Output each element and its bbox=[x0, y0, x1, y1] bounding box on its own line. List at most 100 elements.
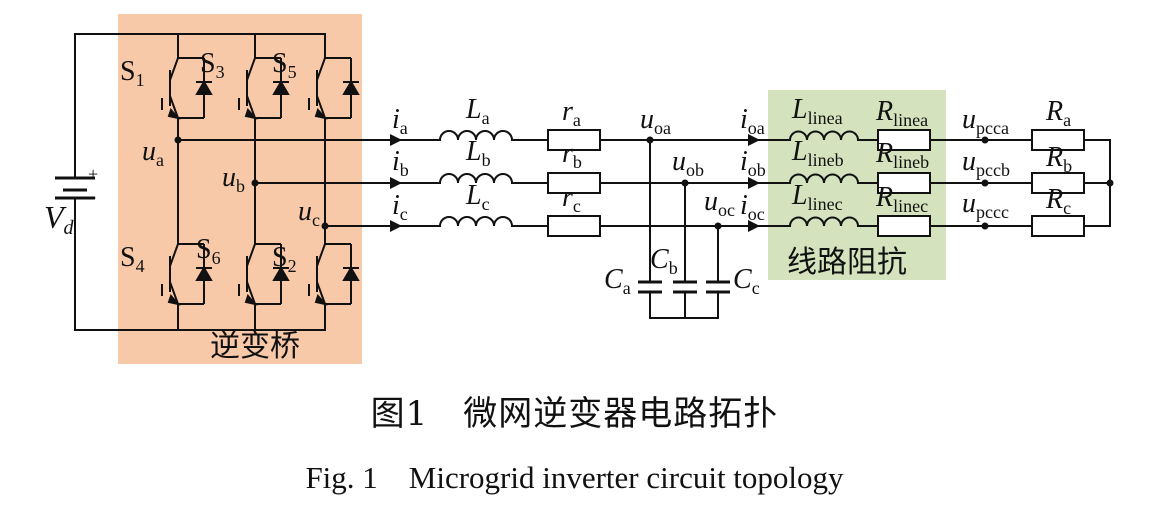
node-voltage-uc: uc bbox=[298, 196, 320, 230]
output-current-arrow-2 bbox=[748, 220, 760, 232]
igbt-collector bbox=[246, 243, 256, 267]
capacitor-cc-label: Cc bbox=[733, 264, 760, 298]
igbt-collector bbox=[169, 57, 179, 81]
current-ic-label: ic bbox=[392, 190, 408, 224]
igbt-emitter-arrow bbox=[167, 108, 181, 120]
phase-0-current-arrow bbox=[390, 134, 402, 146]
igbt-emitter-arrow bbox=[314, 108, 328, 120]
igbt-emitter bbox=[316, 95, 326, 119]
phase-1-current-arrow bbox=[390, 177, 402, 189]
voltage-uoc-label: uoc bbox=[704, 186, 735, 220]
leg-0-midpoint-dot bbox=[174, 136, 182, 144]
current-ib-label: ib bbox=[392, 146, 409, 180]
capacitor-cb-label: Cb bbox=[650, 244, 678, 278]
voltage-uoa-label: uoa bbox=[640, 104, 671, 138]
switch-s6-label: S6 bbox=[196, 234, 221, 268]
igbt-emitter bbox=[246, 281, 256, 305]
pcc-node-0 bbox=[981, 136, 989, 144]
lower-switch-0 bbox=[161, 243, 213, 306]
diode-triangle bbox=[342, 80, 360, 95]
output-current-arrow-0 bbox=[748, 134, 760, 146]
current-ioa-label: ioa bbox=[740, 104, 765, 138]
igbt-emitter bbox=[316, 281, 326, 305]
inductor-la-label: La bbox=[465, 94, 490, 128]
figure-caption-english: Fig. 1 Microgrid inverter circuit topolo… bbox=[305, 460, 844, 495]
output-current-arrow-1 bbox=[748, 177, 760, 189]
igbt-collector bbox=[169, 243, 179, 267]
voltage-upccb-label: upccb bbox=[962, 146, 1010, 180]
figure-caption-chinese: 图1 微网逆变器电路拓扑 bbox=[370, 394, 779, 434]
inductor-lc-label: Lc bbox=[465, 180, 490, 214]
load-rb-label: Rb bbox=[1045, 142, 1072, 176]
node-voltage-ua: ua bbox=[142, 136, 164, 170]
capacitor-node-1 bbox=[681, 179, 689, 187]
diode-triangle bbox=[272, 80, 290, 95]
phase-2-current-arrow bbox=[390, 220, 402, 232]
node-voltage-ub: ub bbox=[222, 162, 245, 196]
filter-resistor-1 bbox=[547, 172, 601, 194]
line-inductor-1 bbox=[789, 173, 859, 184]
lower-switch-1 bbox=[238, 243, 290, 306]
current-ioc-label: ioc bbox=[740, 190, 765, 224]
filter-inductor-0 bbox=[439, 130, 513, 141]
capacitor-node-0 bbox=[646, 136, 654, 144]
line-inductor-c-label: Llinec bbox=[791, 180, 843, 214]
capacitor-node-2 bbox=[714, 222, 722, 230]
load-ra-label: Ra bbox=[1045, 96, 1071, 130]
line-resistor-a-label: Rlinea bbox=[875, 96, 928, 130]
diode-triangle bbox=[195, 266, 213, 281]
diode-triangle bbox=[342, 266, 360, 281]
filter-inductor-2 bbox=[439, 216, 513, 227]
resistor-rc-label: rc bbox=[562, 182, 581, 216]
voltage-upccc-label: upccc bbox=[962, 188, 1009, 222]
circuit-components bbox=[55, 57, 1114, 306]
igbt-emitter bbox=[169, 281, 179, 305]
line-resistor-2 bbox=[877, 215, 931, 237]
voltage-uob-label: uob bbox=[672, 146, 704, 180]
dc-source-plus: + bbox=[88, 164, 98, 184]
filter-inductor-1 bbox=[439, 173, 513, 184]
igbt-emitter-arrow bbox=[244, 108, 258, 120]
leg-2-midpoint-dot bbox=[321, 222, 329, 230]
dc-source-label: Vd bbox=[44, 199, 75, 239]
circuit-diagram: 逆变桥 线路阻抗 Vd + - S1 S3 S5 S4 S6 S2 ua ub … bbox=[44, 14, 1114, 364]
resistor-ra-label: ra bbox=[562, 96, 581, 130]
switch-s3-label: S3 bbox=[200, 48, 225, 82]
load-neutral-dot bbox=[1106, 179, 1114, 187]
igbt-collector bbox=[316, 57, 326, 81]
dc-source-minus: - bbox=[90, 186, 96, 206]
current-iob-label: iob bbox=[740, 146, 766, 180]
leg-1-midpoint-dot bbox=[251, 179, 259, 187]
upper-switch-2 bbox=[308, 57, 360, 120]
line-impedance-label: 线路阻抗 bbox=[787, 245, 907, 280]
load-resistor-2 bbox=[1031, 215, 1085, 237]
diode-triangle bbox=[272, 266, 290, 281]
line-resistor-c-label: Rlinec bbox=[875, 182, 928, 216]
upper-switch-0 bbox=[161, 57, 213, 120]
switch-s1-label: S1 bbox=[120, 56, 145, 90]
inductor-lb-label: Lb bbox=[465, 136, 491, 170]
igbt-emitter-arrow bbox=[167, 294, 181, 306]
igbt-emitter bbox=[246, 95, 256, 119]
pcc-node-1 bbox=[981, 179, 989, 187]
upper-switch-1 bbox=[238, 57, 290, 120]
load-rc-label: Rc bbox=[1045, 184, 1071, 218]
load-resistor-1 bbox=[1031, 172, 1085, 194]
pcc-node-2 bbox=[981, 222, 989, 230]
igbt-collector bbox=[246, 57, 256, 81]
load-resistor-0 bbox=[1031, 129, 1085, 151]
line-resistor-b-label: Rlineb bbox=[875, 138, 929, 172]
igbt-emitter-arrow bbox=[244, 294, 258, 306]
resistor-rb-label: rb bbox=[562, 138, 582, 172]
line-inductor-0 bbox=[789, 130, 859, 141]
switch-s5-label: S5 bbox=[272, 48, 297, 82]
diode-triangle bbox=[195, 80, 213, 95]
line-resistor-0 bbox=[877, 129, 931, 151]
filter-resistor-2 bbox=[547, 215, 601, 237]
inverter-bridge-box bbox=[118, 14, 362, 364]
voltage-upcca-label: upcca bbox=[962, 104, 1009, 138]
capacitor-ca-label: Ca bbox=[604, 264, 631, 298]
igbt-collector bbox=[316, 243, 326, 267]
switch-s4-label: S4 bbox=[120, 242, 145, 276]
igbt-emitter-arrow bbox=[314, 294, 328, 306]
